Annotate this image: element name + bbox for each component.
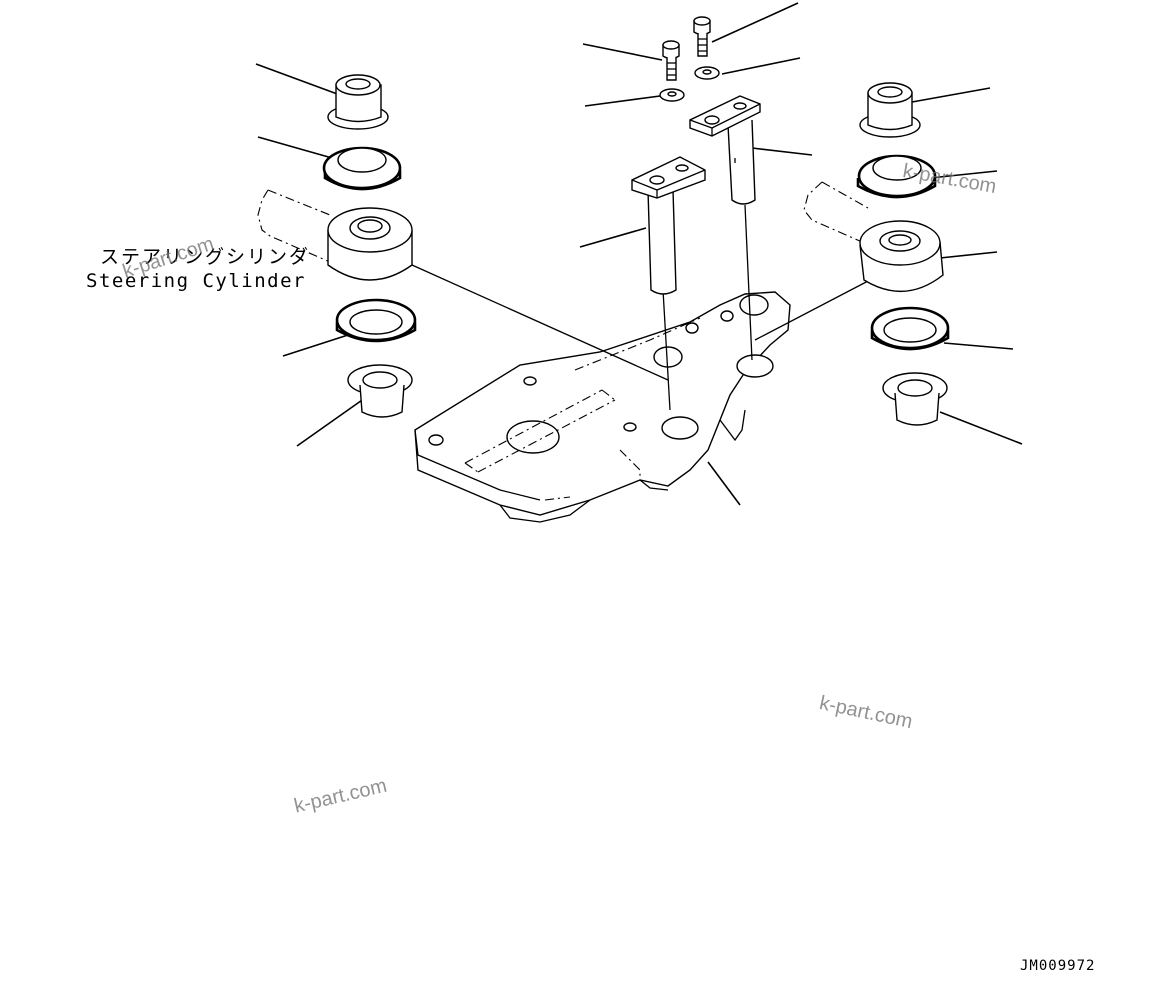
- right-bolt: [693, 16, 711, 57]
- part-label-japanese: ステアリングシリンダ: [100, 246, 311, 268]
- drawing-code: JM009972: [1020, 958, 1096, 974]
- center-lines: [411, 204, 871, 411]
- right-pin: [689, 95, 761, 205]
- right-upper-bushing: [859, 82, 921, 138]
- part-label-english: Steering Cylinder: [86, 270, 306, 292]
- steering-bracket: [414, 291, 791, 523]
- right-upper-seal: [856, 154, 937, 199]
- leader-lines: [255, 2, 1023, 506]
- left-pin: [631, 156, 706, 295]
- right-lower-seal: [870, 306, 950, 351]
- left-washer: [659, 88, 685, 102]
- right-washer: [694, 66, 720, 80]
- left-cylinder-eye: [327, 207, 413, 281]
- right-cylinder-eye: [859, 220, 944, 292]
- left-upper-seal: [322, 146, 402, 191]
- steering-cylinder-left-outline: [257, 189, 331, 263]
- steering-cylinder-right-outline: [803, 181, 869, 243]
- left-upper-bushing: [327, 74, 389, 130]
- right-lower-bushing: [882, 372, 948, 426]
- left-lower-bushing: [347, 364, 413, 418]
- left-bolt: [662, 40, 680, 81]
- left-lower-seal: [335, 298, 417, 343]
